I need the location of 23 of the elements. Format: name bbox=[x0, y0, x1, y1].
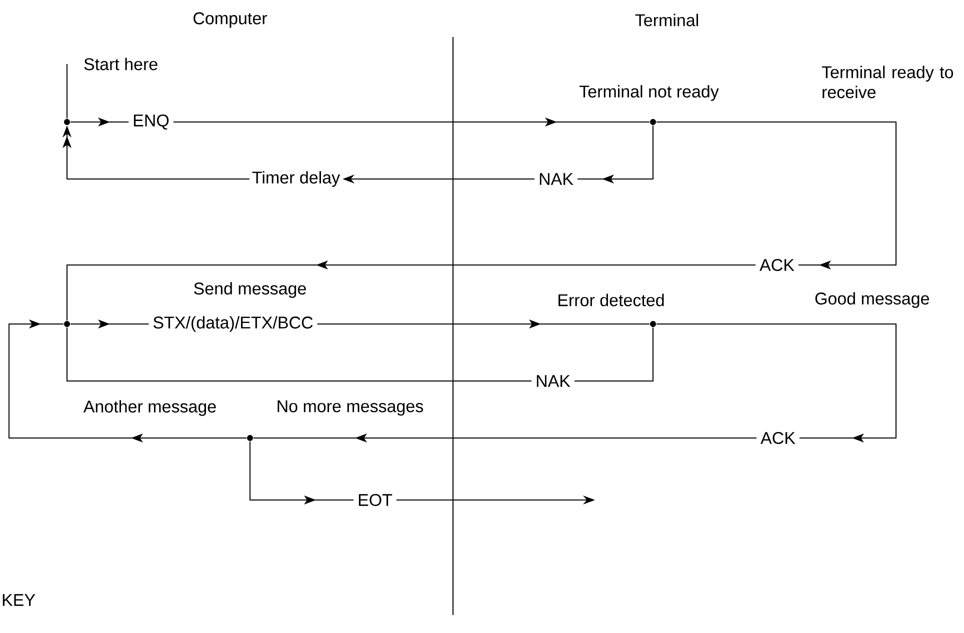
edge-label: ENQ bbox=[128, 110, 174, 134]
branch-label: Another message bbox=[83, 400, 216, 416]
column-heading: Terminal bbox=[635, 14, 698, 26]
branch-label: Error detected bbox=[558, 294, 664, 306]
key-heading: KEY bbox=[2, 594, 36, 606]
branch-label: Send message bbox=[194, 282, 306, 298]
branch-label: Good message bbox=[815, 292, 930, 308]
branch-label: No more messages bbox=[278, 400, 424, 416]
edge-label: STX/(data)/ETX/BCC bbox=[148, 312, 318, 336]
arrow bbox=[8, 320, 247, 442]
edge-label: NAK bbox=[532, 371, 574, 391]
edge-label: EOT bbox=[354, 490, 396, 510]
edge-label: NAK bbox=[534, 169, 578, 189]
arrow bbox=[70, 118, 650, 126]
branch-label: Terminal ready to receive bbox=[822, 66, 954, 98]
arrow bbox=[66, 122, 896, 321]
step-label: Timer delay bbox=[250, 169, 342, 189]
column-heading: Computer bbox=[194, 12, 268, 28]
step-label: Start here bbox=[82, 56, 160, 72]
edge-label: ACK bbox=[756, 255, 798, 276]
edge-label: ACK bbox=[756, 428, 800, 448]
branch-label: Terminal not ready bbox=[579, 85, 719, 101]
arrow bbox=[253, 324, 896, 442]
